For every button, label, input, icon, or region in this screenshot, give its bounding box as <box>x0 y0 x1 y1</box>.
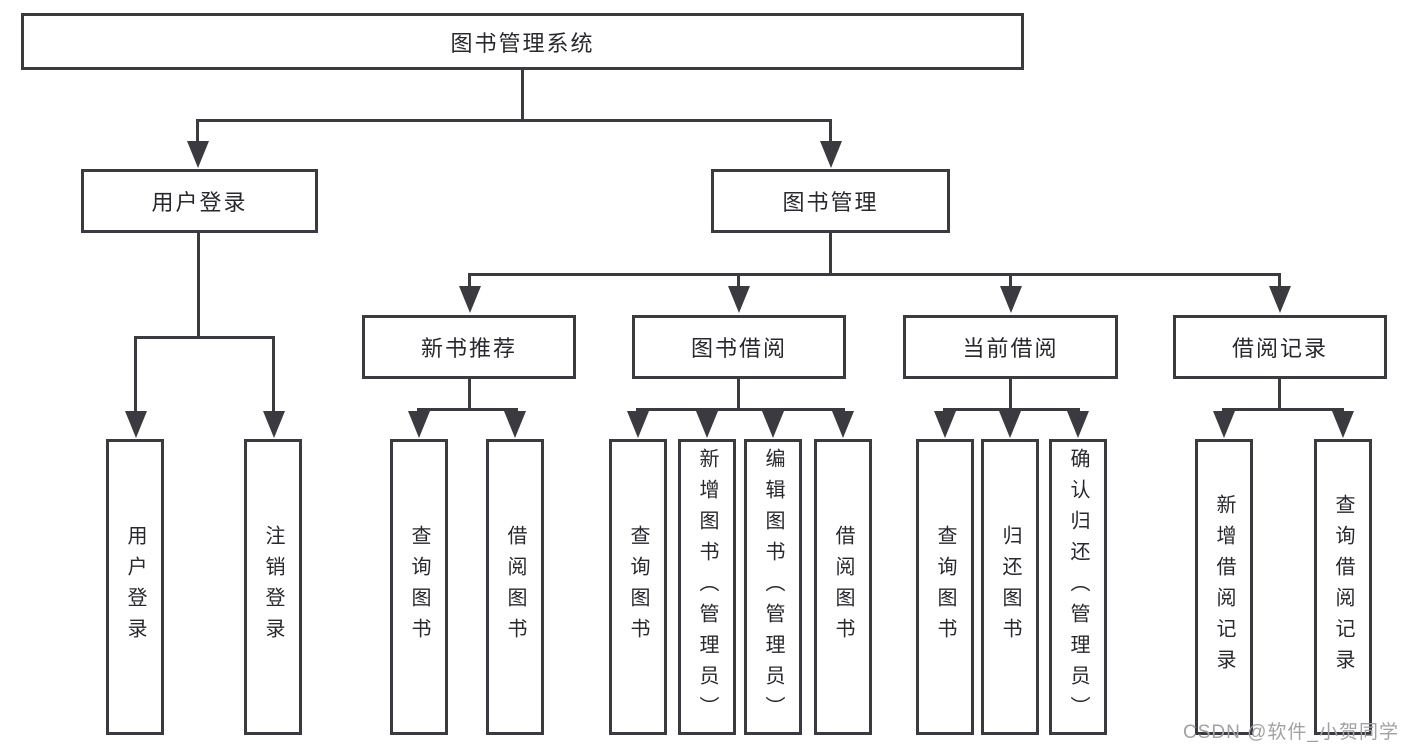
connector-line <box>196 119 832 122</box>
node-leaf-query-book-3: 查询图书 <box>916 439 974 735</box>
connector-line <box>468 379 471 410</box>
arrowhead-down-icon <box>934 411 956 438</box>
connector-line <box>468 273 1281 276</box>
connector-line <box>418 408 518 411</box>
connector-line <box>1009 379 1012 410</box>
connector-line <box>1278 379 1281 410</box>
connector-line <box>521 70 524 122</box>
arrowhead-down-icon <box>1332 411 1354 438</box>
connector-line <box>134 336 275 339</box>
node-leaf-query-borrow-record: 查询借阅记录 <box>1314 439 1372 735</box>
node-leaf-borrow-book-1: 借阅图书 <box>486 439 544 735</box>
connector-line <box>272 339 275 411</box>
arrowhead-down-icon <box>504 411 526 438</box>
node-leaf-confirm-return: 确认归还（管理员） <box>1049 439 1107 735</box>
arrowhead-down-icon <box>727 286 750 313</box>
arrowhead-down-icon <box>627 411 649 438</box>
node-leaf-add-book: 新增图书（管理员） <box>678 439 736 735</box>
node-leaf-query-book-2: 查询图书 <box>609 439 667 735</box>
connector-line <box>637 408 845 411</box>
connector-line <box>1009 276 1012 288</box>
arrowhead-down-icon <box>999 286 1022 313</box>
connector-line <box>943 408 1080 411</box>
connector-line <box>829 122 832 142</box>
node-user-login: 用户登录 <box>81 169 318 233</box>
node-leaf-borrow-book-2: 借阅图书 <box>814 439 872 735</box>
node-leaf-logout: 注销登录 <box>244 439 302 735</box>
connector-line <box>134 339 137 411</box>
arrowhead-down-icon <box>819 141 842 168</box>
arrowhead-down-icon <box>124 411 147 438</box>
arrowhead-down-icon <box>262 411 285 438</box>
arrowhead-down-icon <box>999 411 1021 438</box>
connector-line <box>829 233 832 276</box>
node-borrow-records: 借阅记录 <box>1173 315 1387 379</box>
connector-line <box>468 276 471 288</box>
arrowhead-down-icon <box>458 286 481 313</box>
node-leaf-user-login: 用户登录 <box>106 439 164 735</box>
connector-line <box>1222 408 1344 411</box>
arrowhead-down-icon <box>1268 286 1291 313</box>
node-root: 图书管理系统 <box>21 13 1024 70</box>
arrowhead-down-icon <box>762 411 784 438</box>
arrowhead-down-icon <box>1067 411 1089 438</box>
node-leaf-add-borrow-record: 新增借阅记录 <box>1195 439 1253 735</box>
arrowhead-down-icon <box>696 411 718 438</box>
csdn-watermark: CSDN @软件_小贺同学 <box>1183 722 1399 743</box>
node-book-borrow: 图书借阅 <box>632 315 846 379</box>
node-book-management: 图书管理 <box>711 169 950 233</box>
node-new-book-recommend: 新书推荐 <box>362 315 576 379</box>
node-leaf-return-book: 归还图书 <box>981 439 1039 735</box>
arrowhead-down-icon <box>186 141 209 168</box>
connector-line <box>1278 276 1281 288</box>
node-current-borrow: 当前借阅 <box>903 315 1118 379</box>
connector-line <box>197 233 200 339</box>
arrowhead-down-icon <box>408 411 430 438</box>
arrowhead-down-icon <box>1213 411 1235 438</box>
connector-line <box>737 379 740 410</box>
arrowhead-down-icon <box>832 411 854 438</box>
connector-line <box>737 276 740 288</box>
node-leaf-edit-book: 编辑图书（管理员） <box>744 439 802 735</box>
connector-line <box>196 122 199 142</box>
node-leaf-query-book-1: 查询图书 <box>390 439 448 735</box>
